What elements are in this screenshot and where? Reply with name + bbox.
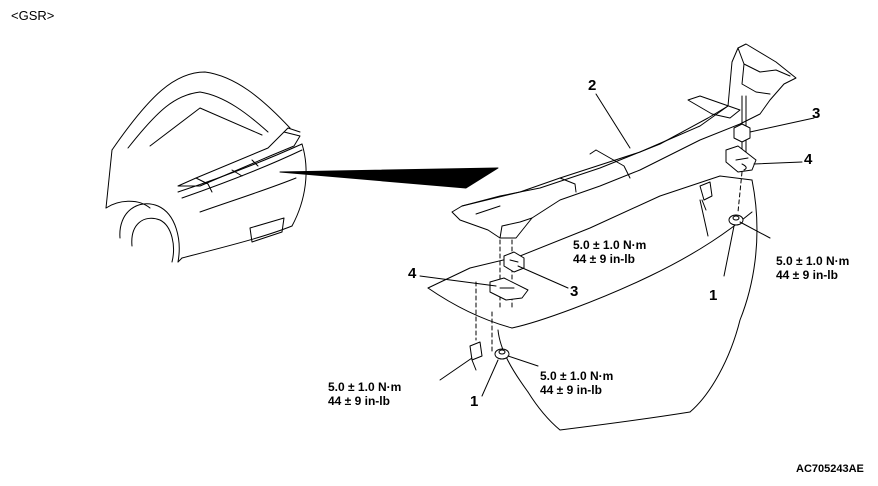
torque-metric: 5.0 ± 1.0 N·m (573, 238, 647, 252)
rear-spoiler (451, 43, 797, 239)
callout-1-nut-bottom: 1 (470, 393, 479, 410)
torque-spec-bottom-left: 5.0 ± 1.0 N·m 44 ± 9 in-lb (328, 380, 401, 408)
torque-spec-center: 5.0 ± 1.0 N·m 44 ± 9 in-lb (573, 238, 646, 266)
torque-spec-bottom-mid: 5.0 ± 1.0 N·m 44 ± 9 in-lb (540, 369, 613, 397)
torque-metric: 5.0 ± 1.0 N·m (776, 254, 850, 268)
torque-imperial: 44 ± 9 in-lb (328, 394, 390, 408)
figure-reference-code: AC705243AE (796, 463, 864, 475)
torque-imperial: 44 ± 9 in-lb (776, 268, 838, 282)
vehicle-rear-illustration (105, 71, 307, 263)
callout-4-bracket-left: 4 (408, 265, 417, 282)
callout-1-nut-right: 1 (709, 287, 718, 304)
torque-metric: 5.0 ± 1.0 N·m (328, 380, 402, 394)
callout-2-spoiler: 2 (588, 77, 597, 94)
detail-pointer-wedge (279, 167, 499, 189)
torque-imperial: 44 ± 9 in-lb (573, 252, 635, 266)
variant-label: <GSR> (11, 8, 55, 23)
torque-spec-right: 5.0 ± 1.0 N·m 44 ± 9 in-lb (776, 254, 849, 282)
trunk-lid-outline (427, 175, 758, 431)
torque-imperial: 44 ± 9 in-lb (540, 383, 602, 397)
torque-metric: 5.0 ± 1.0 N·m (540, 369, 614, 383)
callout-3-clip-right: 3 (812, 105, 821, 122)
callout-3-clip-left: 3 (570, 283, 579, 300)
leader-lines (419, 93, 815, 397)
left-mount-hardware (469, 239, 529, 371)
callout-4-bracket-right: 4 (804, 151, 813, 168)
right-mount-hardware (699, 95, 757, 226)
